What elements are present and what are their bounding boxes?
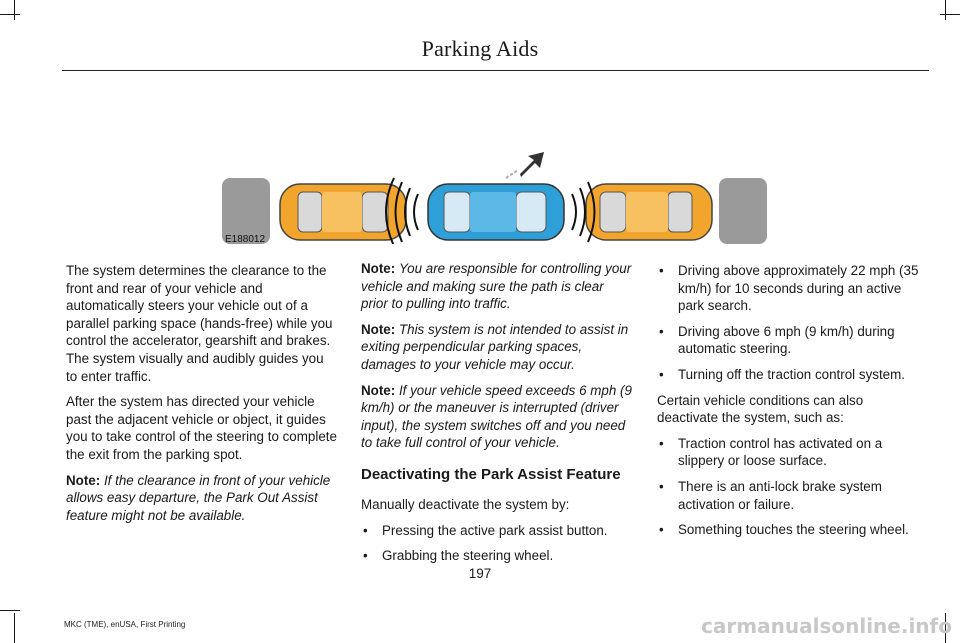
list-item: Driving above 6 mph (9 km/h) during auto… bbox=[657, 323, 927, 358]
bullet-list: Pressing the active park assist button. … bbox=[361, 522, 633, 565]
park-out-illustration bbox=[222, 152, 767, 244]
list-item: Turning off the traction control system. bbox=[657, 366, 927, 384]
bullet-list: Driving above approximately 22 mph (35 k… bbox=[657, 262, 927, 384]
curb-right bbox=[719, 178, 767, 244]
watermark: carmanualsonline.info bbox=[701, 614, 952, 638]
column-3: Driving above approximately 22 mph (35 k… bbox=[657, 262, 927, 547]
crop-mark-top-right-h bbox=[940, 14, 960, 15]
parked-car-rear bbox=[279, 183, 407, 241]
paragraph: After the system has directed your vehic… bbox=[66, 394, 337, 462]
list-item: Grabbing the steering wheel. bbox=[361, 547, 633, 565]
note-text: If the clearance in front of your vehicl… bbox=[66, 472, 331, 523]
note: Note: This system is not intended to ass… bbox=[361, 321, 633, 374]
note-label: Note: bbox=[66, 472, 101, 488]
footer-text: MKC (TME), enUSA, First Printing bbox=[64, 620, 186, 629]
header-rule bbox=[62, 70, 929, 71]
list-item: Traction control has activated on a slip… bbox=[657, 435, 927, 470]
own-vehicle bbox=[427, 183, 565, 241]
figure-code: E188012 bbox=[225, 234, 266, 245]
list-item: There is an anti-lock brake system activ… bbox=[657, 478, 927, 513]
column-1: The system determines the clearance to t… bbox=[66, 262, 338, 532]
paragraph: Certain vehicle conditions can also deac… bbox=[657, 392, 864, 426]
note: Note: If the clearance in front of your … bbox=[66, 472, 338, 525]
page-number: 197 bbox=[468, 566, 492, 581]
note-text: This system is not intended to assist in… bbox=[361, 321, 629, 372]
curb-left bbox=[222, 178, 270, 244]
note-label: Note: bbox=[361, 382, 396, 398]
bullet-list: Traction control has activated on a slip… bbox=[657, 435, 927, 539]
note-text: You are responsible for controlling your… bbox=[361, 261, 632, 312]
parked-car-front bbox=[585, 183, 713, 241]
crop-mark-bottom-left bbox=[14, 613, 15, 643]
note: Note: If your vehicle speed exceeds 6 mp… bbox=[361, 382, 633, 452]
crop-mark-top-right bbox=[945, 0, 946, 20]
page-header-title: Parking Aids bbox=[421, 36, 539, 61]
sensor-waves-front bbox=[571, 181, 596, 243]
list-item: Pressing the active park assist button. bbox=[361, 522, 633, 540]
note: Note: You are responsible for controllin… bbox=[361, 260, 633, 313]
note-text: If your vehicle speed exceeds 6 mph (9 k… bbox=[361, 382, 632, 451]
section-heading: Deactivating the Park Assist Feature bbox=[361, 465, 621, 483]
paragraph: The system determines the clearance to t… bbox=[66, 263, 333, 384]
note-label: Note: bbox=[361, 261, 396, 276]
crop-mark-top-left bbox=[14, 0, 15, 20]
paragraph: Manually deactivate the system by: bbox=[361, 496, 570, 512]
list-item: Something touches the steering wheel. bbox=[657, 521, 927, 539]
list-item: Driving above approximately 22 mph (35 k… bbox=[657, 262, 927, 315]
crop-mark-bottom-left-h bbox=[0, 610, 20, 611]
crop-mark-bottom-right bbox=[945, 613, 946, 643]
note-label: Note: bbox=[361, 321, 396, 337]
column-2: Note: You are responsible for controllin… bbox=[361, 260, 633, 573]
exit-direction-arrow bbox=[505, 152, 544, 179]
crop-mark-top-left-h bbox=[0, 14, 20, 15]
sensor-waves-rear bbox=[385, 177, 419, 244]
